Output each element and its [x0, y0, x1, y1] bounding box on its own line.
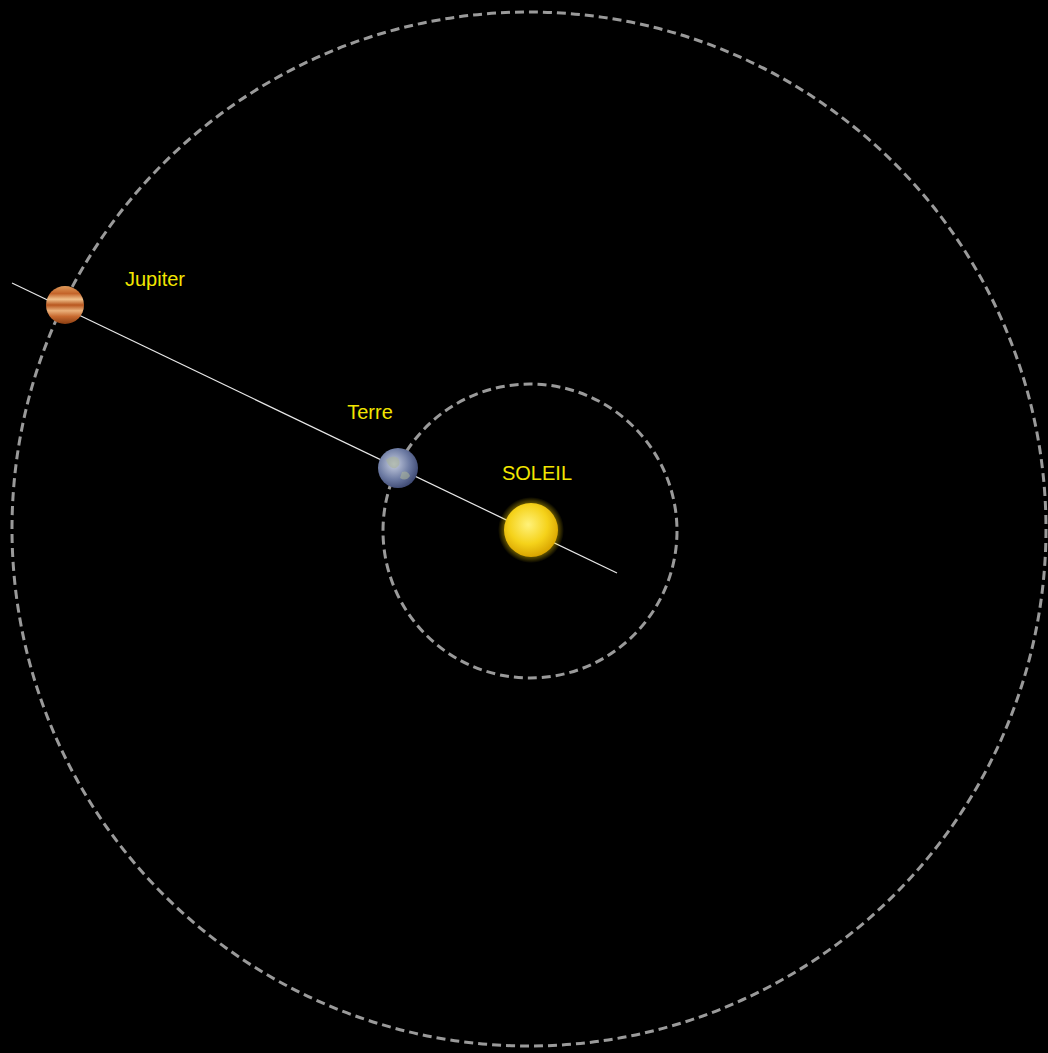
planet-label: Jupiter: [125, 268, 185, 290]
earth-orbit: [383, 384, 677, 678]
orbit: [12, 12, 1046, 1046]
jupiter: [46, 286, 84, 324]
alignment-line: [12, 283, 617, 573]
sun: [504, 503, 558, 557]
sun-label: SOLEIL: [502, 462, 572, 484]
sun-glow: [498, 497, 564, 563]
planet-label: Terre: [347, 401, 393, 423]
earth: [378, 448, 418, 488]
earth-land: [386, 456, 410, 479]
jupiter-orbit: [12, 12, 1046, 1046]
